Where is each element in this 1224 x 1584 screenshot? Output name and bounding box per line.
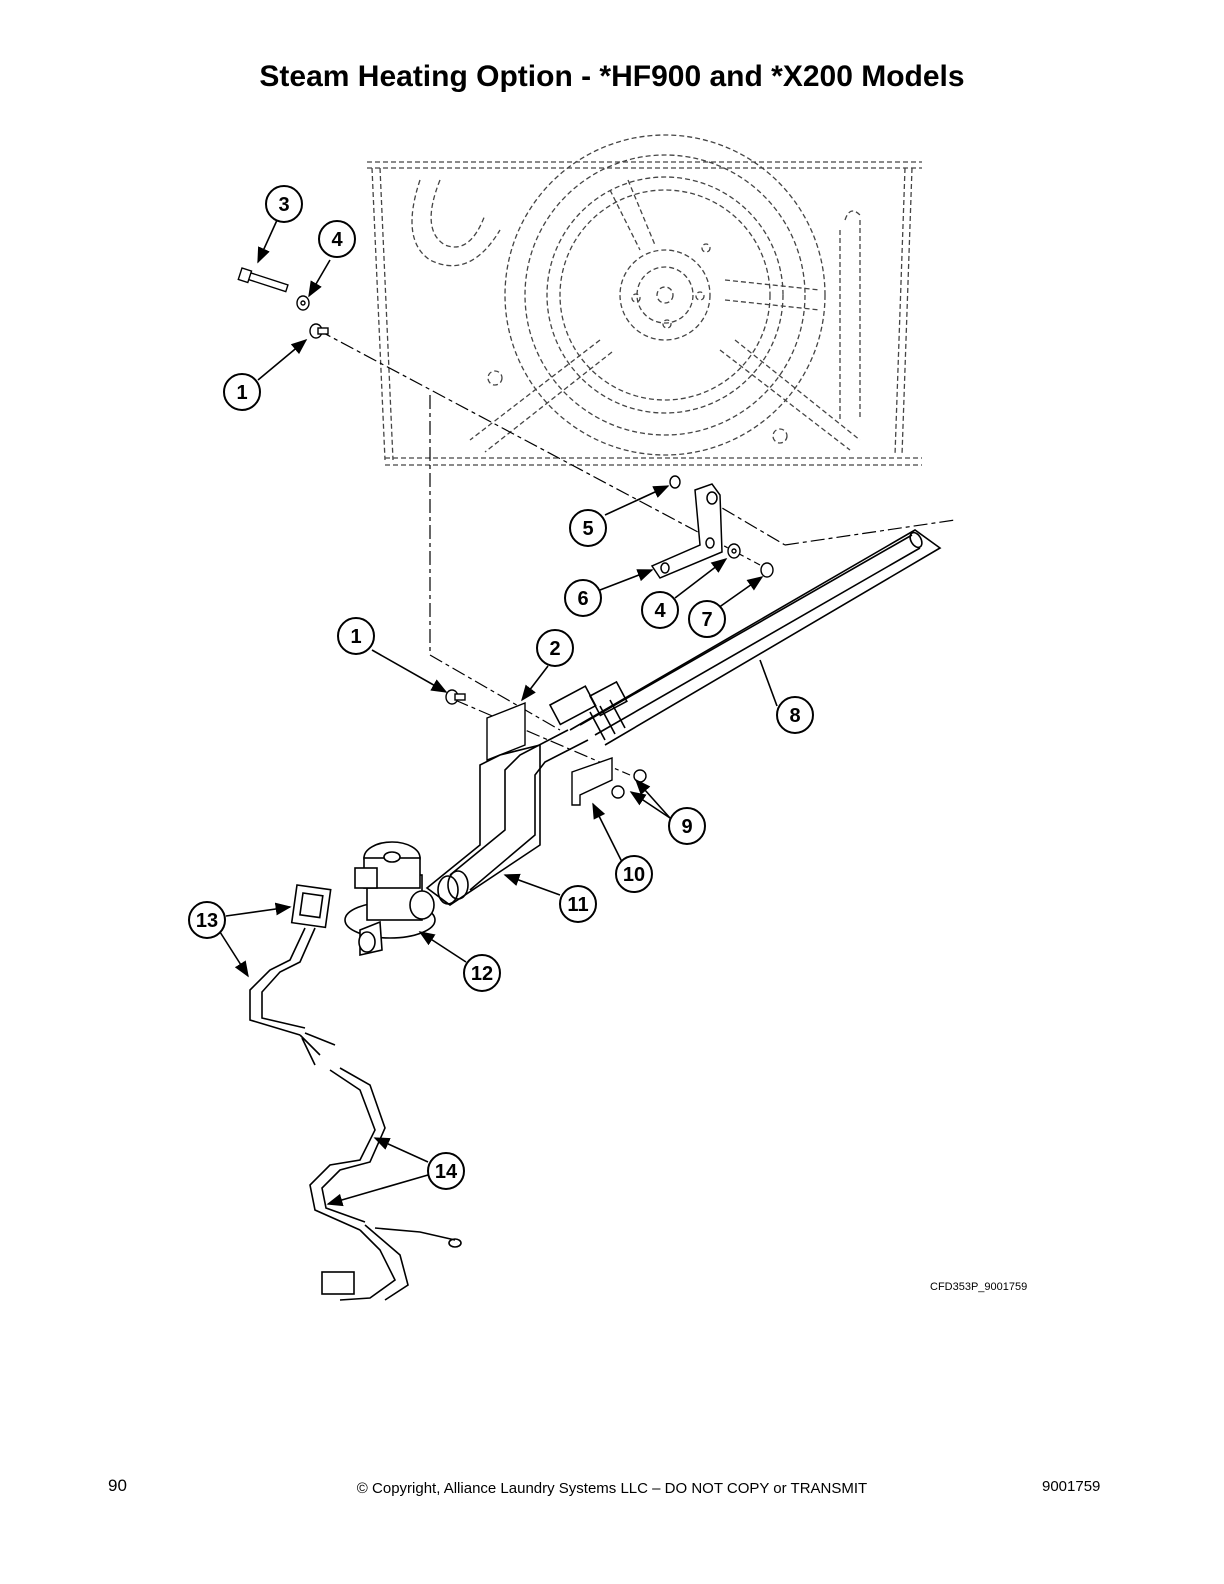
svg-text:2: 2 bbox=[549, 638, 560, 660]
dryer-frame-phantom bbox=[367, 134, 922, 466]
steam-coil-tube bbox=[569, 529, 942, 746]
callout-14: 14 bbox=[427, 1152, 465, 1190]
svg-text:10: 10 bbox=[623, 864, 645, 886]
svg-text:4: 4 bbox=[331, 229, 343, 251]
svg-text:3: 3 bbox=[278, 194, 289, 216]
wire-harness bbox=[249, 884, 462, 1301]
svg-text:11: 11 bbox=[567, 894, 588, 916]
callout-1b: 1 bbox=[337, 617, 375, 655]
callout-bubbles: 3 4 1 5 6 4 7 1 2 8 9 10 11 12 13 1 bbox=[188, 185, 814, 1190]
hardware-parts bbox=[237, 267, 774, 806]
solenoid-valve bbox=[344, 841, 436, 957]
callout-7: 7 bbox=[688, 600, 726, 638]
figure-id: CFD353P_9001759 bbox=[930, 1281, 1028, 1293]
svg-text:4: 4 bbox=[654, 600, 666, 622]
callout-5: 5 bbox=[569, 509, 607, 547]
steam-hose bbox=[425, 680, 628, 906]
callout-3: 3 bbox=[265, 185, 303, 223]
callout-6: 6 bbox=[564, 579, 602, 617]
callout-9: 9 bbox=[668, 807, 706, 845]
svg-text:8: 8 bbox=[789, 705, 800, 727]
callout-8: 8 bbox=[776, 696, 814, 734]
svg-text:1: 1 bbox=[236, 382, 247, 404]
callout-13: 13 bbox=[188, 901, 226, 939]
page-title: Steam Heating Option - *HF900 and *X200 … bbox=[259, 60, 965, 93]
svg-text:12: 12 bbox=[471, 963, 493, 985]
leader-lines bbox=[219, 217, 778, 1207]
callout-10: 10 bbox=[615, 855, 653, 893]
svg-text:13: 13 bbox=[196, 910, 218, 932]
svg-text:7: 7 bbox=[701, 609, 712, 631]
copyright-notice: © Copyright, Alliance Laundry Systems LL… bbox=[356, 1480, 868, 1497]
svg-text:5: 5 bbox=[582, 518, 593, 540]
callout-1a: 1 bbox=[223, 373, 261, 411]
svg-text:1: 1 bbox=[350, 626, 361, 648]
mounting-bracket bbox=[650, 483, 723, 579]
document-number: 9001759 bbox=[1042, 1478, 1101, 1495]
callout-11: 11 bbox=[559, 885, 597, 923]
callout-4a: 4 bbox=[318, 220, 356, 258]
callout-12: 12 bbox=[463, 954, 501, 992]
callout-4b: 4 bbox=[641, 591, 679, 629]
svg-text:14: 14 bbox=[435, 1161, 458, 1183]
svg-text:9: 9 bbox=[681, 816, 692, 838]
callout-2: 2 bbox=[536, 629, 574, 667]
page-number: 90 bbox=[108, 1476, 127, 1495]
svg-text:6: 6 bbox=[577, 588, 588, 610]
